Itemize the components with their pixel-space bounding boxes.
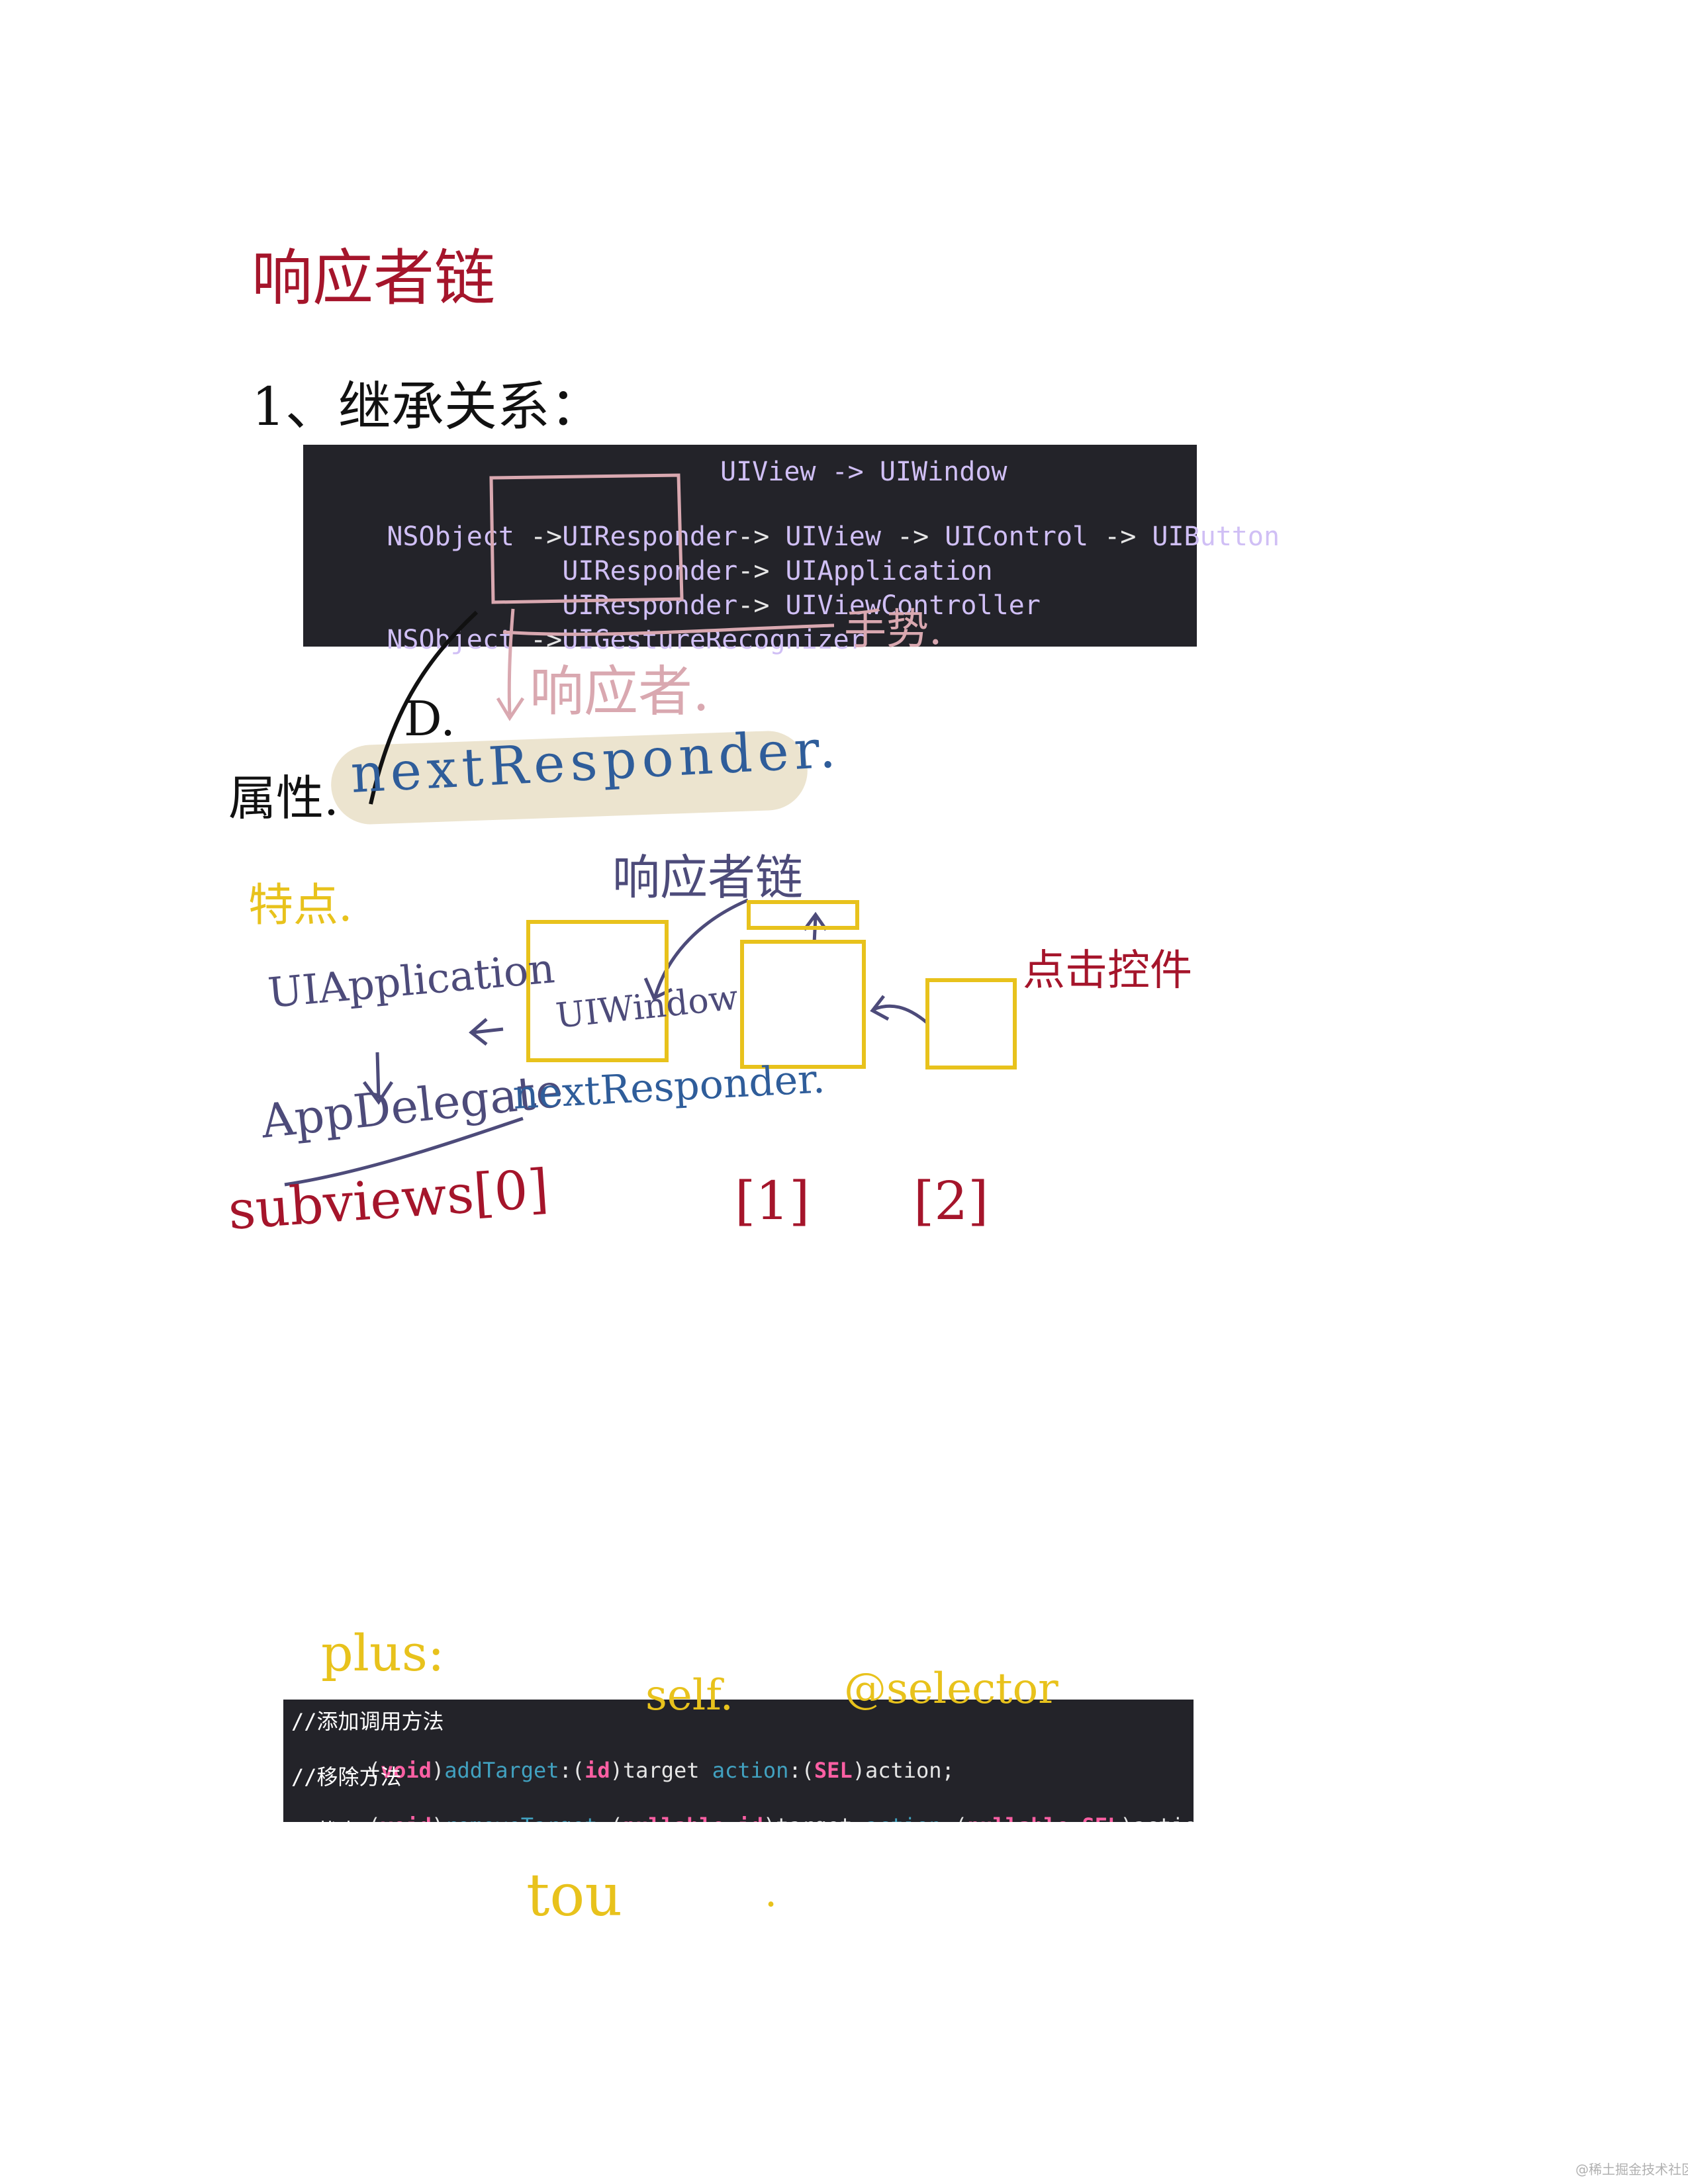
code-arrow: ->: [897, 522, 929, 552]
circle-d-note: D.: [404, 691, 456, 747]
code-arrow: ->: [1104, 522, 1137, 552]
code-token: ): [432, 1813, 444, 1822]
delegate-underline: [284, 1116, 524, 1187]
code-token: UIViewController: [785, 590, 1041, 621]
code-token: UIView: [785, 522, 881, 552]
code-line-1: NSObject ->UIResponder-> UIView -> UICon…: [323, 491, 1280, 582]
code-arrow: ->: [530, 625, 563, 655]
code-arrow: ->: [737, 590, 770, 621]
section-heading: 1、继承关系：: [252, 376, 603, 437]
code-line-0: UIView -> UIWindow: [720, 457, 1008, 487]
code-token: )action;: [1120, 1813, 1194, 1822]
comment-remove: //移除方法: [291, 1764, 402, 1790]
code-token: - (: [342, 1758, 381, 1783]
code-token: :(: [559, 1758, 585, 1783]
code-keyword: id: [737, 1813, 763, 1822]
code-line-2: UIResponder-> UIApplication: [498, 525, 993, 617]
responder-arrow: [496, 608, 525, 721]
chain-note: 响应者链: [612, 850, 804, 905]
code-keyword: nullable: [967, 1813, 1069, 1822]
code-token: UIResponder: [562, 590, 738, 621]
subview-box-1: [740, 940, 866, 1069]
window-box: [526, 920, 669, 1062]
code-keyword: SEL: [814, 1758, 853, 1783]
comment-add: //添加调用方法: [291, 1709, 444, 1734]
code-token: )target: [610, 1758, 712, 1783]
subviews-index-2: [2]: [914, 1170, 989, 1232]
cut-comment-line: //状态: [291, 1815, 359, 1822]
code-keyword: nullable: [623, 1813, 725, 1822]
code-arrow: ->: [530, 522, 563, 552]
code-token: )target: [763, 1813, 865, 1822]
code-arrow: ->: [737, 556, 770, 586]
responder-outline: [489, 473, 684, 604]
watermark: @稀土掘金技术社区: [1575, 2161, 1688, 2177]
code-token: ): [431, 1758, 445, 1783]
remove-target-line: - (void)removeTarget:(nullable id)target…: [291, 1788, 1194, 1822]
code-token: :(: [597, 1813, 623, 1822]
selector-note: @selector: [844, 1664, 1058, 1713]
box2-to-box1-arrow: [870, 995, 928, 1024]
code-token: UIControl: [945, 522, 1089, 552]
subviews-index-1: [1]: [735, 1170, 810, 1232]
code-function: action: [712, 1758, 789, 1783]
self-note: self.: [645, 1671, 733, 1720]
gesture-note: 手势.: [844, 606, 943, 655]
code-token: [1069, 1813, 1082, 1822]
code-keyword: void: [381, 1813, 432, 1822]
code-keyword: void: [380, 1758, 432, 1783]
code-line-3: UIResponder-> UIViewController: [498, 560, 1041, 651]
attribute-curve: [369, 610, 479, 805]
code-token: - (: [342, 1813, 381, 1822]
code-arrow: ->: [737, 522, 770, 552]
method-code-block: //添加调用方法 - (void)addTarget:(id)target ac…: [283, 1700, 1194, 1822]
code-token: [725, 1813, 737, 1822]
top-small-box: [747, 900, 859, 930]
code-keyword: id: [585, 1758, 610, 1783]
up-arrow: [802, 911, 828, 944]
code-function: removeTarget: [444, 1813, 597, 1822]
window-to-app-arrow: [469, 1018, 504, 1046]
code-keyword: SEL: [1082, 1813, 1120, 1822]
plus-note: plus:: [321, 1623, 445, 1682]
code-token: :(: [942, 1813, 968, 1822]
code-token: UIButton: [1152, 522, 1280, 552]
tou-note: tou: [526, 1861, 623, 1929]
code-token: :(: [788, 1758, 814, 1783]
code-token: )action;: [852, 1758, 955, 1783]
page-title: 响应者链: [252, 243, 496, 314]
code-function: action: [865, 1813, 942, 1822]
attribute-note: 属性.: [228, 770, 339, 826]
code-token: UIApplication: [785, 556, 993, 586]
clicked-note: 点击控件: [1023, 946, 1192, 995]
code-token: UIResponder: [562, 522, 738, 552]
code-function: addTarget: [444, 1758, 559, 1783]
features-note: 特点.: [248, 880, 353, 932]
dot-note: .: [765, 1870, 778, 1916]
app-to-delegate-arrow: [362, 1052, 394, 1105]
responder-note: 响应者.: [530, 660, 710, 723]
gesture-underline: [502, 623, 835, 636]
code-token: UIResponder: [562, 556, 738, 586]
add-target-line: - (void)addTarget:(id)target action:(SEL…: [291, 1733, 955, 1808]
subview-box-2: [925, 978, 1017, 1069]
